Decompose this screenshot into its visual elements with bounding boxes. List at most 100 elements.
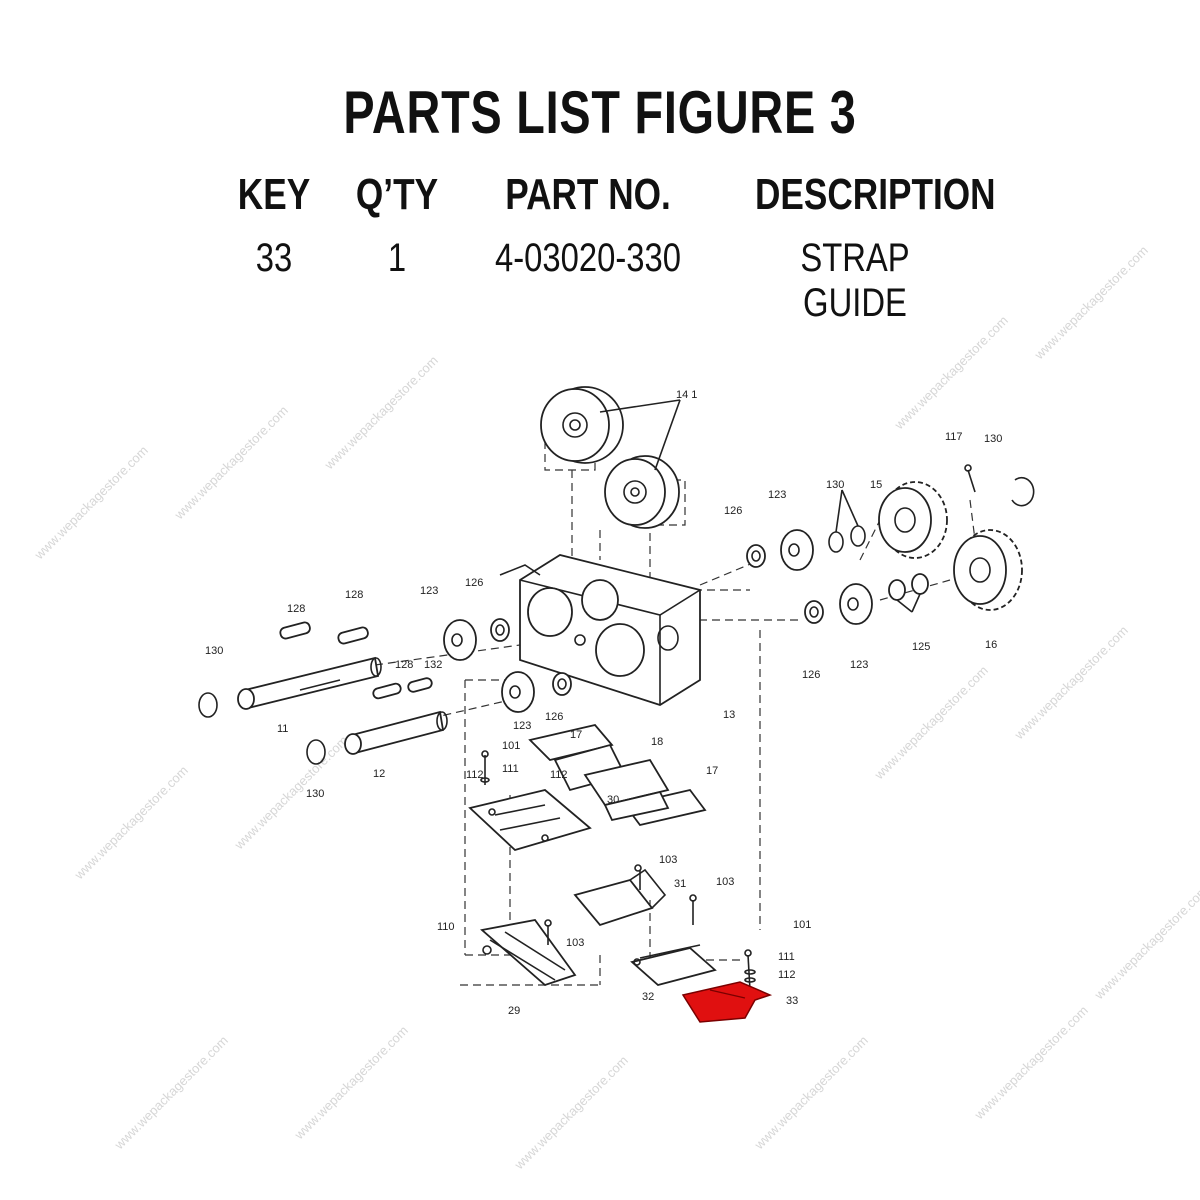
snap-ring-130-right: [1011, 476, 1035, 507]
screw-103-right: [689, 894, 697, 925]
snap-rings-130-mid: [828, 525, 866, 553]
label-11: 11: [277, 723, 288, 735]
watermark-text: www.wepackagestore.com: [751, 1033, 871, 1153]
key-128-c: [372, 682, 402, 700]
main-housing: [499, 554, 701, 706]
watermark-text: www.wepackagestore.com: [291, 1023, 411, 1143]
bearing-123-bottom: [839, 583, 873, 625]
value-description: STRAP GUIDE: [800, 236, 910, 325]
snap-ring-130-lower: [306, 739, 326, 765]
header-key: KEY: [237, 170, 311, 219]
label-17: 17: [570, 729, 582, 741]
label-123: 123: [850, 659, 868, 671]
shaft-12: [344, 710, 448, 755]
label-30: 30: [607, 794, 619, 806]
key-128-a: [279, 621, 311, 640]
label-117: 117: [945, 431, 963, 443]
label-123: 123: [420, 585, 438, 597]
label-103: 103: [716, 876, 734, 888]
watermark-text: www.wepackagestore.com: [71, 763, 191, 883]
bearing-123-top: [780, 529, 814, 571]
label-126: 126: [465, 577, 483, 589]
plate-29: [480, 919, 577, 987]
label-125: 125: [912, 641, 930, 653]
label-126: 126: [545, 711, 563, 723]
label-101: 101: [793, 919, 811, 931]
label-103: 103: [659, 854, 677, 866]
label-32: 32: [642, 991, 654, 1003]
screw-103-left: [544, 919, 552, 945]
label-130: 130: [826, 479, 844, 491]
label-103: 103: [566, 937, 584, 949]
label-15: 15: [870, 479, 882, 491]
label-128: 128: [345, 589, 363, 601]
label-111: 111: [502, 763, 519, 775]
label-112: 112: [550, 769, 568, 781]
label-101: 101: [502, 740, 520, 752]
label-17: 17: [706, 765, 718, 777]
gear-15: [878, 481, 948, 559]
watermark-layer: www.wepackagestore.com www.wepackagestor…: [31, 243, 1200, 1173]
label-132: 132: [424, 659, 442, 671]
plate-31: [573, 864, 667, 927]
strap-guide-33-highlight: [681, 981, 773, 1023]
gear-16: [953, 529, 1023, 611]
plate-32: [630, 944, 717, 986]
label-33: 33: [786, 995, 798, 1007]
value-key: 33: [255, 236, 293, 280]
watermark-text: www.wepackagestore.com: [891, 313, 1011, 433]
bearing-123-left: [443, 619, 477, 661]
label-12: 12: [373, 768, 385, 780]
bearing-126-left: [490, 618, 510, 642]
label-130: 130: [984, 433, 1002, 445]
plate-18: [583, 758, 670, 807]
screw-101-lower: [744, 949, 756, 991]
watermark-text: www.wepackagestore.com: [31, 443, 151, 563]
label-111: 111: [778, 951, 795, 963]
idle-roller-bottom: [604, 455, 680, 529]
watermark-text: www.wepackagestore.com: [231, 733, 351, 853]
watermark-text: www.wepackagestore.com: [1031, 243, 1151, 363]
label-13: 13: [723, 709, 735, 721]
bearing-126-bottom: [804, 600, 824, 624]
label-130: 130: [306, 788, 324, 800]
watermark-text: www.wepackagestore.com: [111, 1033, 231, 1153]
key-132: [407, 677, 433, 693]
idle-roller-top: [540, 386, 624, 464]
value-part-no: 4-03020-330: [494, 236, 682, 280]
page-title: PARTS LIST FIGURE 3: [343, 79, 857, 146]
bearing-126-top: [746, 544, 766, 568]
label-123: 123: [513, 720, 531, 732]
label-130: 130: [205, 645, 223, 657]
shaft-11: [237, 656, 382, 710]
leader-lines: [599, 399, 921, 613]
callout-labels: 14 1 117 130 130 15 126 123 128 128 123 …: [205, 389, 1002, 1017]
label-112: 112: [778, 969, 796, 981]
bearing-126-lower: [552, 672, 572, 696]
value-qty: 1: [387, 236, 407, 280]
label-31: 31: [674, 878, 686, 890]
label-14-1: 14 1: [676, 389, 697, 401]
snap-ring-130-left: [198, 692, 218, 718]
label-18: 18: [651, 736, 663, 748]
plate-30: [468, 789, 592, 852]
screw-101-upper: [480, 750, 490, 785]
label-112: 112: [466, 769, 484, 781]
label-110: 110: [437, 921, 455, 933]
label-126: 126: [724, 505, 742, 517]
key-128-b: [337, 626, 369, 645]
watermark-text: www.wepackagestore.com: [171, 403, 291, 523]
header-qty: Q’TY: [355, 170, 439, 219]
plate-17-lower: [603, 788, 707, 827]
label-123: 123: [768, 489, 786, 501]
watermark-text: www.wepackagestore.com: [321, 353, 441, 473]
watermark-text: www.wepackagestore.com: [1011, 623, 1131, 743]
label-128: 128: [395, 659, 413, 671]
label-128: 128: [287, 603, 305, 615]
label-126: 126: [802, 669, 820, 681]
label-16: 16: [985, 639, 997, 651]
washers-125: [888, 573, 929, 601]
pin-117: [964, 464, 976, 493]
watermark-text: www.wepackagestore.com: [511, 1053, 631, 1173]
